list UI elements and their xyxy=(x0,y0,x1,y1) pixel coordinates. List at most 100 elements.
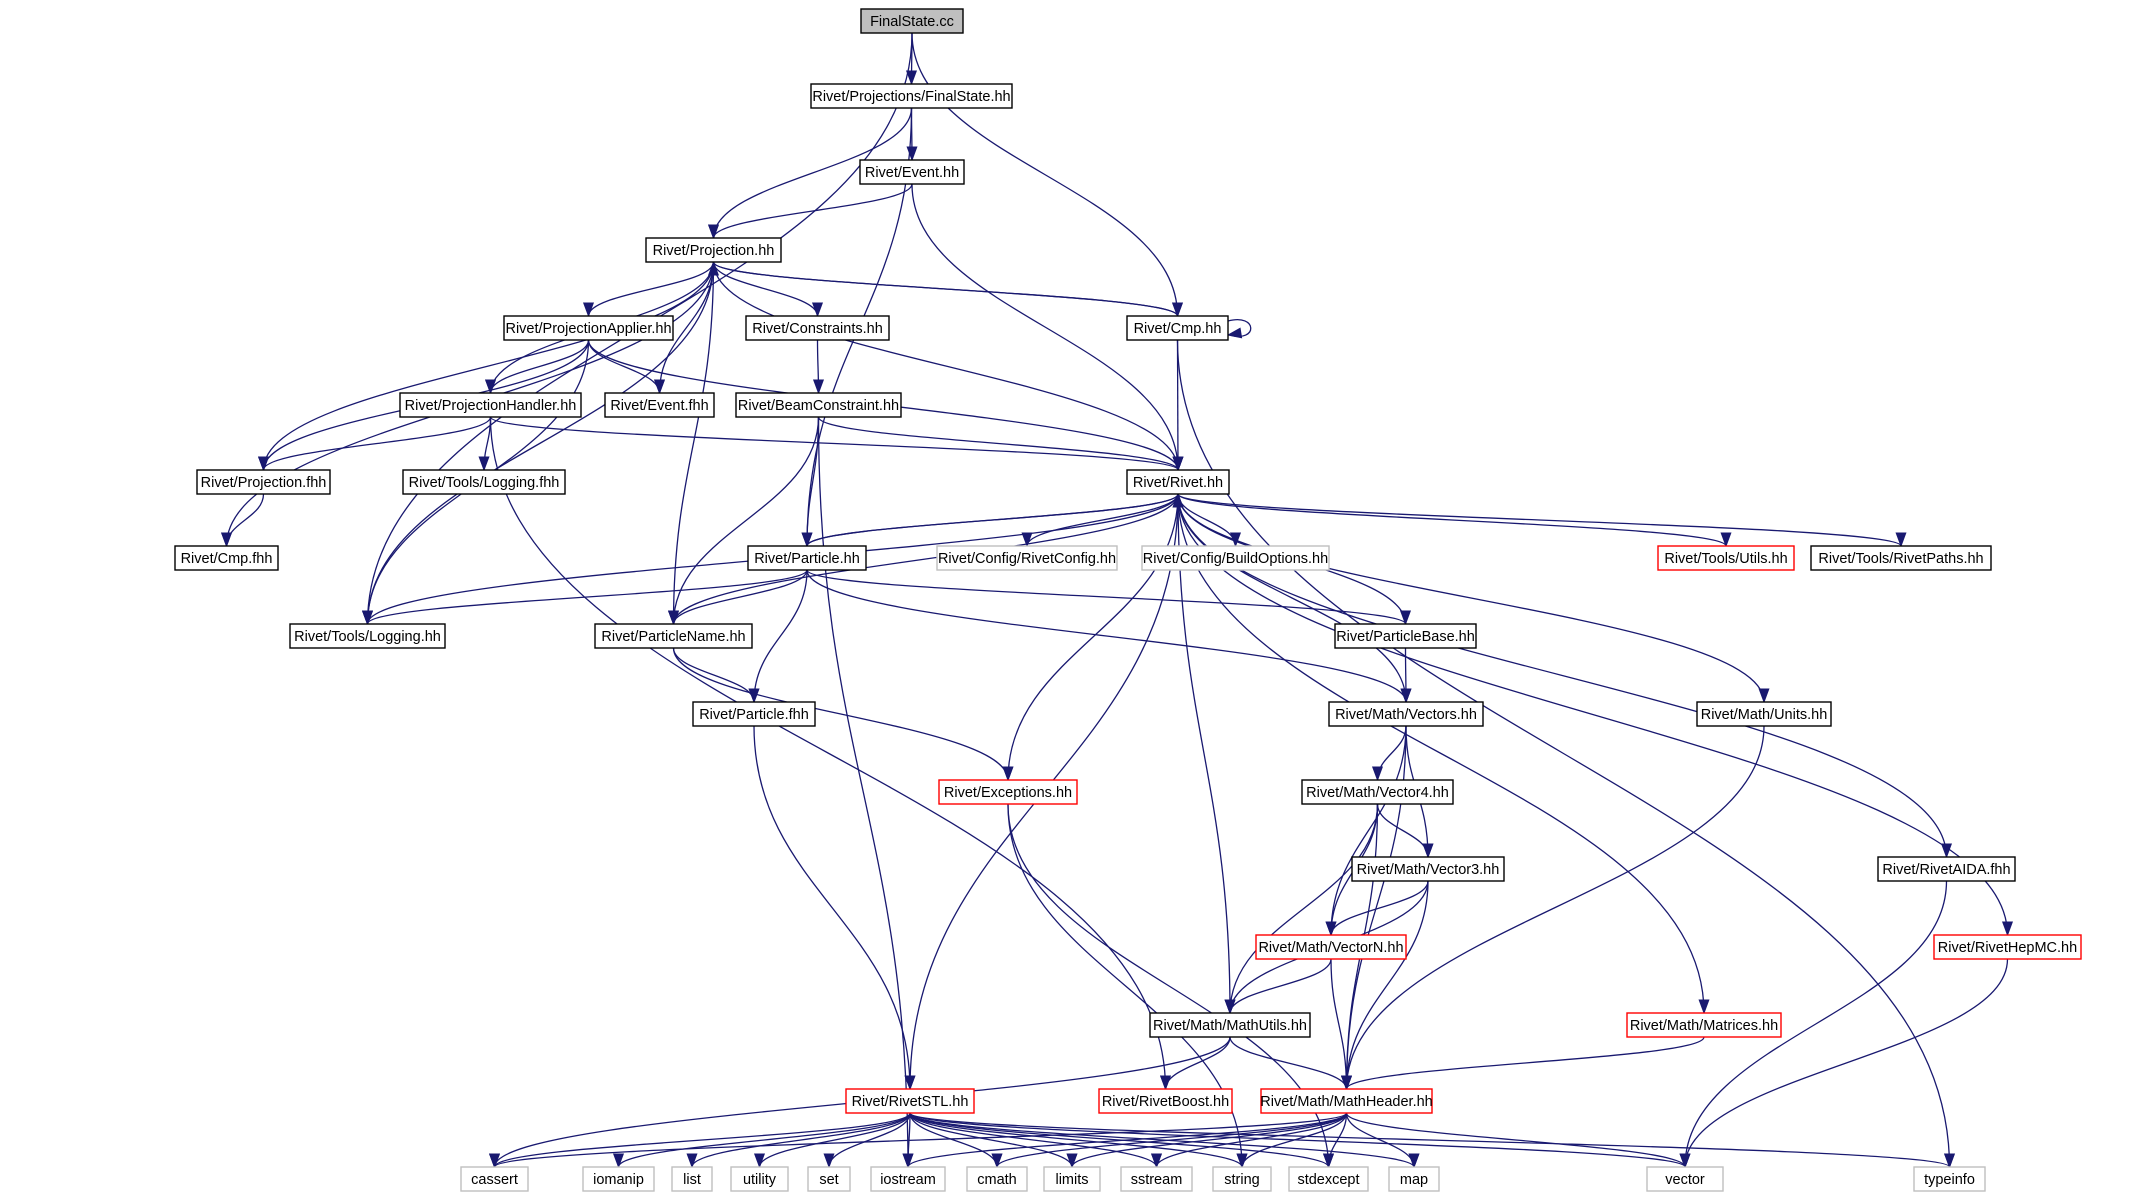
node-sstream[interactable]: sstream xyxy=(1120,1166,1193,1192)
node-box[interactable] xyxy=(1126,469,1230,495)
node-box[interactable] xyxy=(936,545,1118,571)
node-math-mathheader-hh[interactable]: Rivet/Math/MathHeader.hh xyxy=(1260,1088,1433,1114)
node-tools-logging-hh[interactable]: Rivet/Tools/Logging.hh xyxy=(289,623,446,649)
node-box[interactable] xyxy=(1328,701,1484,727)
node-rivethepmc-hh[interactable]: Rivet/RivetHepMC.hh xyxy=(1933,934,2082,960)
node-cmath[interactable]: cmath xyxy=(966,1166,1028,1192)
node-cassert[interactable]: cassert xyxy=(460,1166,529,1192)
node-box[interactable] xyxy=(1212,1166,1272,1192)
node-box[interactable] xyxy=(1260,1088,1433,1114)
node-box[interactable] xyxy=(1877,856,2016,882)
node-box[interactable] xyxy=(503,315,674,341)
node-box[interactable] xyxy=(810,83,1013,109)
node-rivetboost-hh[interactable]: Rivet/RivetBoost.hh xyxy=(1098,1088,1233,1114)
node-math-vectorn-hh[interactable]: Rivet/Math/VectorN.hh xyxy=(1255,934,1407,960)
node-rivetconfig-hh[interactable]: Rivet/Config/RivetConfig.hh xyxy=(936,545,1118,571)
node-box[interactable] xyxy=(582,1166,655,1192)
node-beamconstraint-hh[interactable]: Rivet/BeamConstraint.hh xyxy=(735,392,902,418)
node-box[interactable] xyxy=(1255,934,1407,960)
node-box[interactable] xyxy=(671,1166,713,1192)
node-cmp-fhh[interactable]: Rivet/Cmp.fhh xyxy=(174,545,279,571)
node-vector[interactable]: vector xyxy=(1646,1166,1724,1192)
node-box[interactable] xyxy=(1388,1166,1440,1192)
node-projection-hh[interactable]: Rivet/Projection.hh xyxy=(645,237,782,263)
node-math-vector4-hh[interactable]: Rivet/Math/Vector4.hh xyxy=(1301,779,1454,805)
node-box[interactable] xyxy=(1646,1166,1724,1192)
node-math-units-hh[interactable]: Rivet/Math/Units.hh xyxy=(1696,701,1832,727)
node-particlename-hh[interactable]: Rivet/ParticleName.hh xyxy=(594,623,753,649)
node-box[interactable] xyxy=(966,1166,1028,1192)
node-proj-finalstate-hh[interactable]: Rivet/Projections/FinalState.hh xyxy=(810,83,1013,109)
node-box[interactable] xyxy=(730,1166,789,1192)
node-projection-fhh[interactable]: Rivet/Projection.fhh xyxy=(196,469,331,495)
node-math-mathutils-hh[interactable]: Rivet/Math/MathUtils.hh xyxy=(1149,1012,1311,1038)
node-particle-hh[interactable]: Rivet/Particle.hh xyxy=(747,545,867,571)
node-particle-fhh[interactable]: Rivet/Particle.fhh xyxy=(692,701,816,727)
node-cmp-hh[interactable]: Rivet/Cmp.hh xyxy=(1126,315,1229,341)
node-box[interactable] xyxy=(399,392,582,418)
node-box[interactable] xyxy=(938,779,1078,805)
node-list[interactable]: list xyxy=(671,1166,713,1192)
node-box[interactable] xyxy=(1149,1012,1311,1038)
node-box[interactable] xyxy=(460,1166,529,1192)
node-exceptions-hh[interactable]: Rivet/Exceptions.hh xyxy=(938,779,1078,805)
node-box[interactable] xyxy=(845,1088,975,1114)
node-box[interactable] xyxy=(860,8,964,34)
node-rivetaida-fhh[interactable]: Rivet/RivetAIDA.fhh xyxy=(1877,856,2016,882)
node-rivet-hh[interactable]: Rivet/Rivet.hh xyxy=(1126,469,1230,495)
node-box[interactable] xyxy=(735,392,902,418)
node-math-vector3-hh[interactable]: Rivet/Math/Vector3.hh xyxy=(1351,856,1505,882)
node-tools-logging-fhh[interactable]: Rivet/Tools/Logging.fhh xyxy=(402,469,566,495)
node-box[interactable] xyxy=(747,545,867,571)
node-box[interactable] xyxy=(196,469,331,495)
node-box[interactable] xyxy=(692,701,816,727)
node-event-hh[interactable]: Rivet/Event.hh xyxy=(859,159,965,185)
node-box[interactable] xyxy=(870,1166,946,1192)
node-box[interactable] xyxy=(1043,1166,1101,1192)
node-limits[interactable]: limits xyxy=(1043,1166,1101,1192)
node-finalstate-cc[interactable]: FinalState.cc xyxy=(860,8,964,34)
node-box[interactable] xyxy=(289,623,446,649)
node-box[interactable] xyxy=(594,623,753,649)
node-utility[interactable]: utility xyxy=(730,1166,789,1192)
node-box[interactable] xyxy=(174,545,279,571)
node-string[interactable]: string xyxy=(1212,1166,1272,1192)
node-box[interactable] xyxy=(1126,315,1229,341)
node-math-matrices-hh[interactable]: Rivet/Math/Matrices.hh xyxy=(1626,1012,1782,1038)
node-buildoptions-hh[interactable]: Rivet/Config/BuildOptions.hh xyxy=(1141,545,1330,571)
node-tools-rivetpaths-hh[interactable]: Rivet/Tools/RivetPaths.hh xyxy=(1810,545,1992,571)
node-box[interactable] xyxy=(1288,1166,1369,1192)
node-map[interactable]: map xyxy=(1388,1166,1440,1192)
node-math-vectors-hh[interactable]: Rivet/Math/Vectors.hh xyxy=(1328,701,1484,727)
node-box[interactable] xyxy=(1334,623,1477,649)
node-box[interactable] xyxy=(1141,545,1330,571)
node-event-fhh[interactable]: Rivet/Event.fhh xyxy=(604,392,715,418)
node-tools-utils-hh[interactable]: Rivet/Tools/Utils.hh xyxy=(1657,545,1795,571)
node-box[interactable] xyxy=(1696,701,1832,727)
node-constraints-hh[interactable]: Rivet/Constraints.hh xyxy=(745,315,890,341)
node-box[interactable] xyxy=(402,469,566,495)
node-box[interactable] xyxy=(645,237,782,263)
node-box[interactable] xyxy=(1120,1166,1193,1192)
node-rivetstl-hh[interactable]: Rivet/RivetSTL.hh xyxy=(845,1088,975,1114)
node-box[interactable] xyxy=(1351,856,1505,882)
node-set[interactable]: set xyxy=(807,1166,851,1192)
node-projectionapplier-hh[interactable]: Rivet/ProjectionApplier.hh xyxy=(503,315,674,341)
node-box[interactable] xyxy=(745,315,890,341)
node-box[interactable] xyxy=(807,1166,851,1192)
node-box[interactable] xyxy=(859,159,965,185)
node-box[interactable] xyxy=(604,392,715,418)
node-box[interactable] xyxy=(1810,545,1992,571)
node-box[interactable] xyxy=(1913,1166,1986,1192)
node-typeinfo[interactable]: typeinfo xyxy=(1913,1166,1986,1192)
node-box[interactable] xyxy=(1657,545,1795,571)
node-iomanip[interactable]: iomanip xyxy=(582,1166,655,1192)
node-box[interactable] xyxy=(1301,779,1454,805)
node-iostream[interactable]: iostream xyxy=(870,1166,946,1192)
node-box[interactable] xyxy=(1098,1088,1233,1114)
node-box[interactable] xyxy=(1933,934,2082,960)
node-projectionhandler-hh[interactable]: Rivet/ProjectionHandler.hh xyxy=(399,392,582,418)
node-box[interactable] xyxy=(1626,1012,1782,1038)
node-stdexcept[interactable]: stdexcept xyxy=(1288,1166,1369,1192)
node-particlebase-hh[interactable]: Rivet/ParticleBase.hh xyxy=(1334,623,1477,649)
